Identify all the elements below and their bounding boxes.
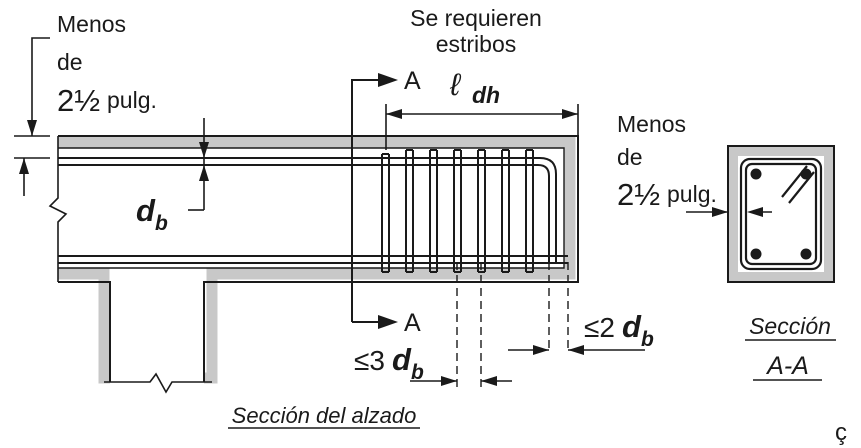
left-cover-arrow-down-icon xyxy=(27,120,37,136)
le3db-arrow-left-icon xyxy=(481,376,497,386)
stirrup xyxy=(501,149,510,273)
top-bar xyxy=(58,157,557,262)
dist-left-number: 2½ xyxy=(57,83,100,118)
left-cover-dimension xyxy=(14,37,50,196)
le2db-subscript: b xyxy=(641,328,654,351)
section-cover-arrow-right-icon xyxy=(712,207,728,217)
stirrup xyxy=(525,149,534,273)
db-subscript: b xyxy=(155,212,168,235)
dist-right-unit: pulg. xyxy=(667,181,717,207)
section-mark-top: A xyxy=(404,67,421,95)
stirrups xyxy=(381,149,534,273)
le2db-prefix: ≤2 xyxy=(584,312,615,343)
beam-outline xyxy=(58,135,579,382)
ldh-symbol: ℓ xyxy=(449,67,462,102)
corner-bar xyxy=(800,168,812,180)
dist-right-number: 2½ xyxy=(617,177,660,212)
section-cover-arrow-left-icon xyxy=(747,207,763,217)
le3db-prefix: ≤3 xyxy=(354,345,385,376)
section-arrow-bottom-icon xyxy=(378,315,398,329)
corner-bar xyxy=(800,248,812,260)
db-dimension xyxy=(188,118,205,211)
le2db-symbol: d xyxy=(622,309,642,344)
db-arrow-up-icon xyxy=(199,165,209,181)
de-right-label: de xyxy=(617,144,643,170)
dist-left-unit: pulg. xyxy=(107,87,157,113)
section-aa-label: A-A xyxy=(765,352,809,380)
db-arrow-down-icon xyxy=(199,142,209,158)
stirrups-required-line2: estribos xyxy=(436,31,517,57)
ldh-arrow-right-icon xyxy=(562,109,578,119)
cross-section xyxy=(727,145,835,283)
stirrup xyxy=(453,149,462,273)
corner-glyph: ç xyxy=(835,419,847,446)
de-left-label: de xyxy=(57,49,83,75)
le3db-subscript: b xyxy=(411,361,424,384)
cover-band xyxy=(58,136,576,384)
menos-left-label: Menos xyxy=(57,11,126,37)
stirrup xyxy=(381,153,390,273)
beam-break-line xyxy=(48,136,68,282)
section-cut-line xyxy=(351,79,380,323)
ldh-subscript: dh xyxy=(472,82,500,108)
le2db-arrow-right-icon xyxy=(533,345,549,355)
db-symbol: d xyxy=(136,193,156,228)
le2db-arrow-left-icon xyxy=(568,345,584,355)
stirrup xyxy=(405,149,414,273)
elevation-caption: Sección del alzado xyxy=(232,403,417,428)
le3db-arrow-right-icon xyxy=(441,376,457,386)
corner-bar xyxy=(750,248,762,260)
left-cover-arrow-up-icon xyxy=(19,158,29,174)
cover-inner-line xyxy=(58,147,565,269)
ldh-dimension xyxy=(385,104,579,150)
beam-elevation xyxy=(48,135,579,394)
stirrup xyxy=(477,149,486,273)
corner-bar xyxy=(750,168,762,180)
stirrup xyxy=(429,149,438,273)
section-arrow-top-icon xyxy=(378,73,398,87)
bottom-bar xyxy=(58,255,568,264)
ldh-arrow-left-icon xyxy=(386,109,402,119)
section-mark-bottom: A xyxy=(404,309,421,337)
stirrups-required-line1: Se requieren xyxy=(410,5,542,31)
le3db-symbol: d xyxy=(392,342,412,377)
column-break-line xyxy=(104,372,212,394)
menos-right-label: Menos xyxy=(617,111,686,137)
dashed-extensions xyxy=(456,262,569,390)
section-aa-word: Sección xyxy=(749,313,831,339)
